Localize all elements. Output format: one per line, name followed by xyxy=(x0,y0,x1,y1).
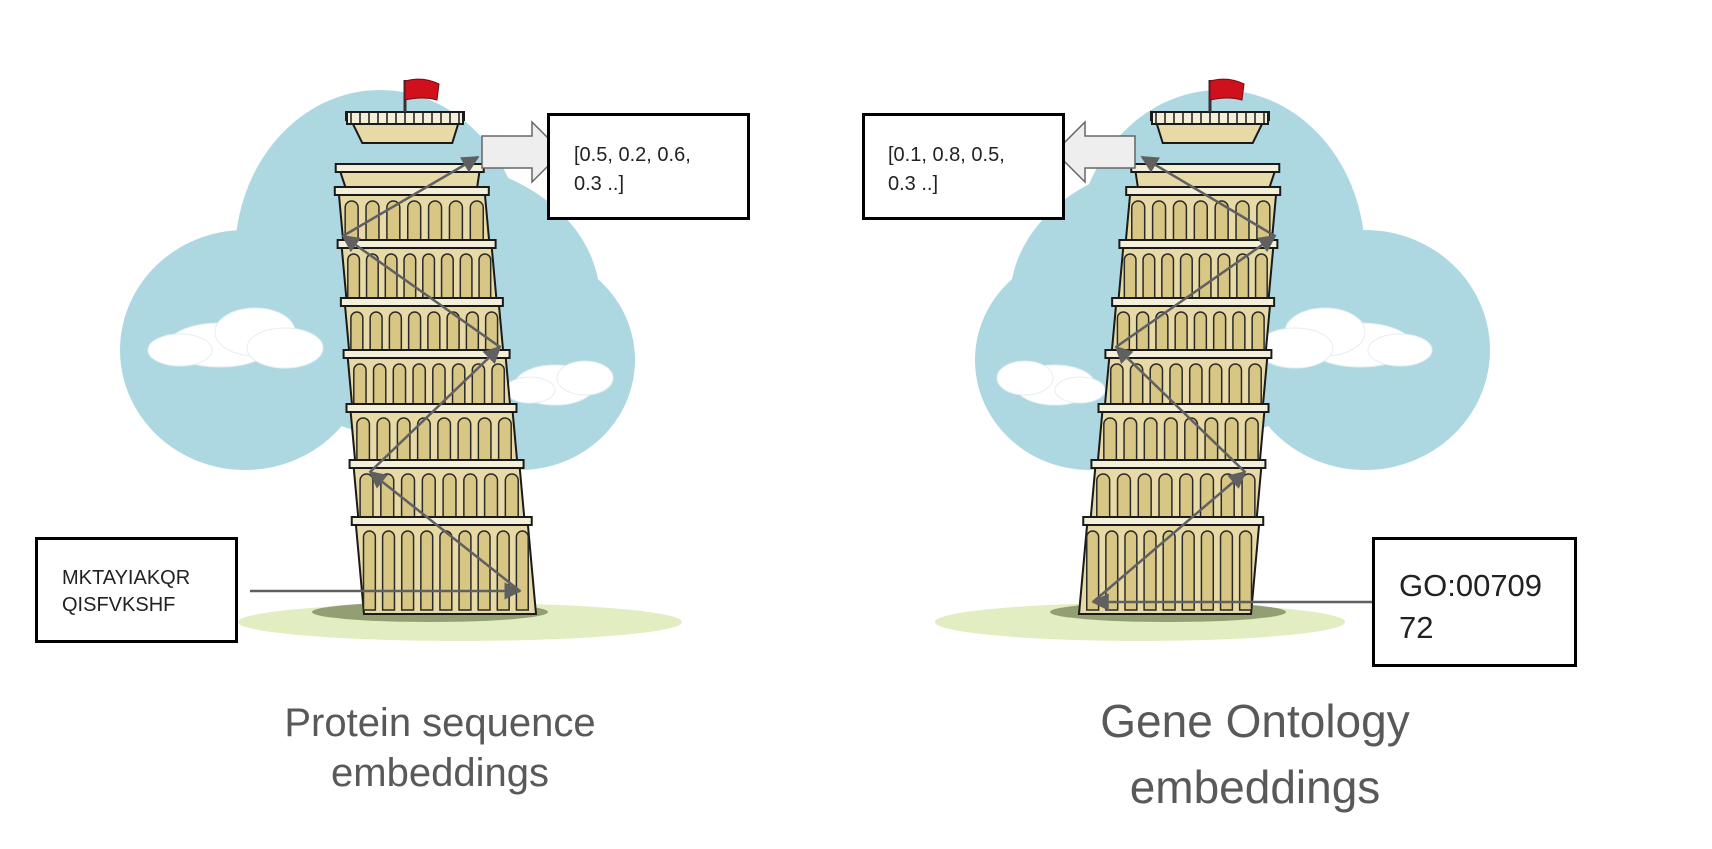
input-line-2: 72 xyxy=(1399,610,1434,645)
leaning-tower-icon xyxy=(1077,111,1282,615)
cloud-icon xyxy=(996,360,1106,406)
vector-line-1: [0.1, 0.8, 0.5, xyxy=(888,144,1005,166)
block-arrow-icon xyxy=(1053,120,1136,184)
vector-line-1: [0.5, 0.2, 0.6, xyxy=(574,144,691,166)
protein-embeddings-caption: Protein sequence embeddings xyxy=(200,698,680,798)
left-tower-scene xyxy=(120,78,682,641)
zigzag-arrows xyxy=(1091,155,1372,611)
caption-line-2: embeddings xyxy=(331,751,549,795)
caption-line-1: Gene Ontology xyxy=(1100,695,1410,747)
input-line-2: QISFVKSHF xyxy=(62,594,176,616)
vector-line-2: 0.3 ..] xyxy=(574,173,625,195)
zigzag-arrows xyxy=(250,155,522,600)
gene-ontology-embeddings-caption: Gene Ontology embeddings xyxy=(1015,688,1495,820)
protein-sequence-input-box: MKTAYIAKQR QISFVKSHF xyxy=(35,537,238,643)
cloud-icon xyxy=(147,307,324,369)
flag-icon xyxy=(1208,78,1245,112)
input-line-1: MKTAYIAKQR xyxy=(62,567,191,589)
protein-embedding-vector-box: [0.5, 0.2, 0.6, 0.3 ..] xyxy=(547,113,750,220)
right-tower-scene xyxy=(935,78,1490,641)
input-line-1: GO:00709 xyxy=(1399,568,1543,603)
flag-icon xyxy=(403,78,440,112)
go-term-input-box: GO:00709 72 xyxy=(1372,537,1577,667)
cloud-icon xyxy=(1256,307,1433,369)
caption-line-1: Protein sequence xyxy=(284,701,596,745)
go-embedding-vector-box: [0.1, 0.8, 0.5, 0.3 ..] xyxy=(862,113,1065,220)
cloud-icon xyxy=(504,360,614,406)
vector-line-2: 0.3 ..] xyxy=(888,173,939,195)
caption-line-2: embeddings xyxy=(1129,761,1381,813)
